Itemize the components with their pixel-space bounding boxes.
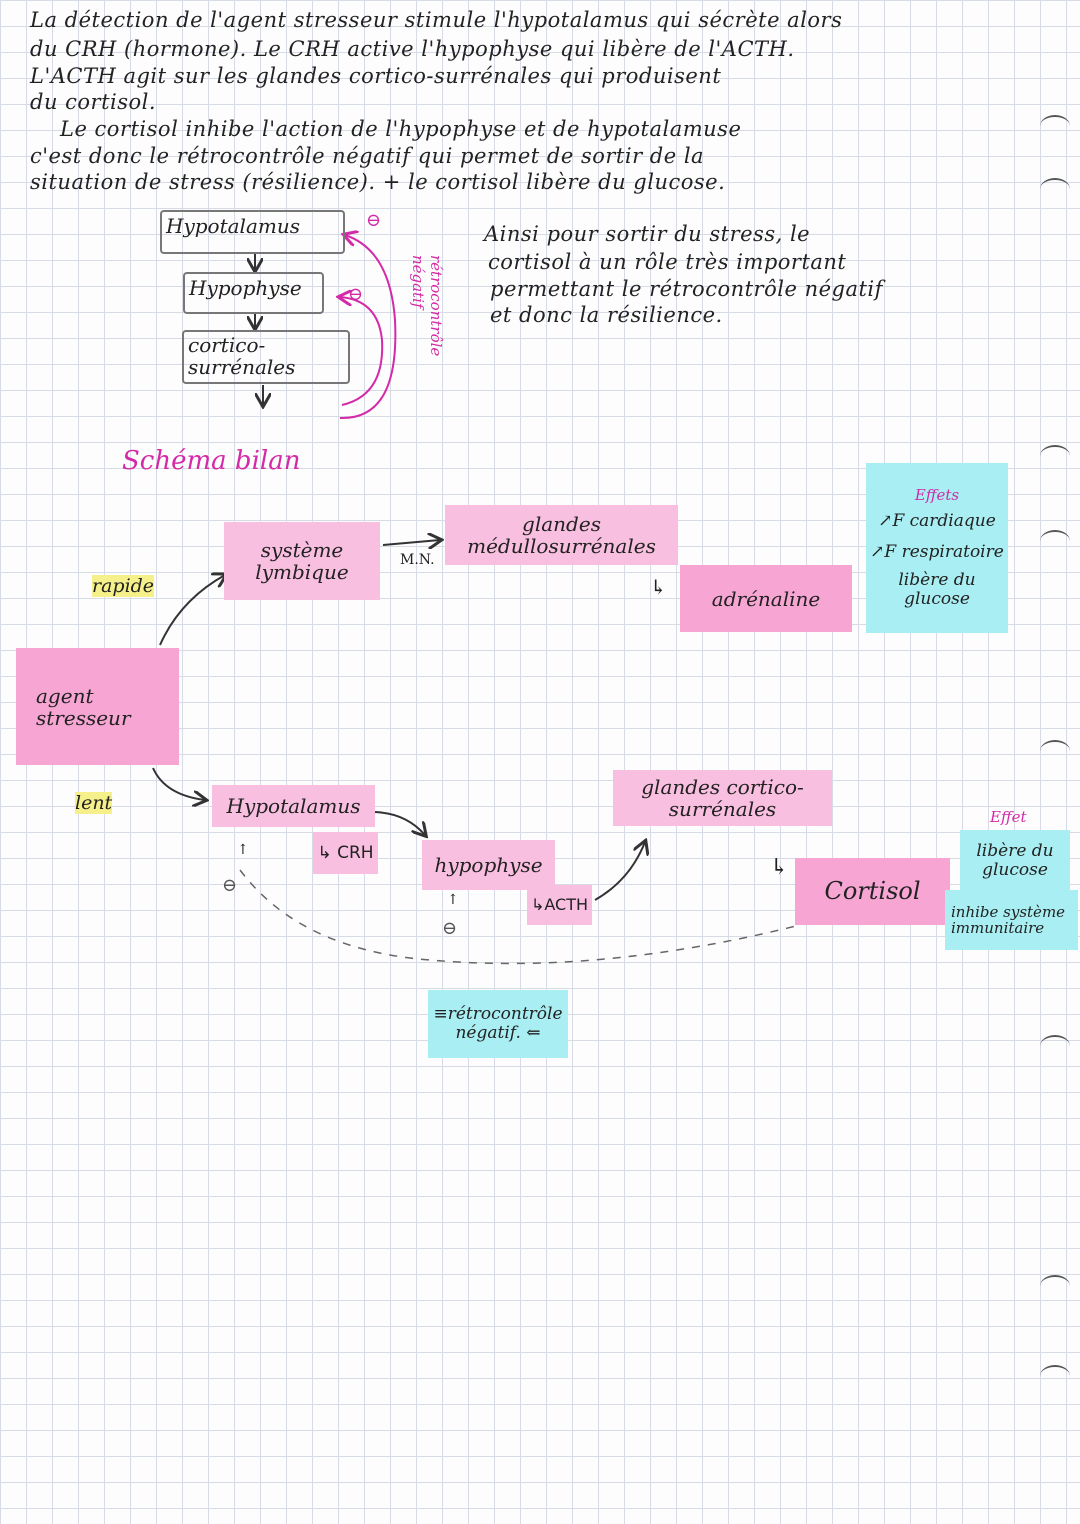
- systeme-limbique-box: système lymbique: [224, 522, 380, 600]
- conclusion-line: cortisol à un rôle très important: [488, 250, 847, 274]
- binder-hole: [1040, 1365, 1070, 1387]
- acth-box: ↳ACTH: [527, 885, 592, 925]
- schema-title: Schéma bilan: [122, 446, 301, 476]
- text-line: situation de stress (résilience). + le c…: [30, 170, 726, 194]
- binder-hole: [1040, 178, 1070, 200]
- retrocontrole-box: ≡rétrocontrôle négatif. ⇐: [428, 990, 568, 1058]
- mn-label: M.N.: [400, 552, 435, 568]
- corticosurrenales-box: glandes cortico-surrénales: [613, 770, 832, 826]
- text-line: c'est donc le rétrocontrôle négatif qui …: [30, 144, 705, 168]
- text-line: L'ACTH agit sur les glandes cortico-surr…: [30, 64, 722, 88]
- binder-hole: [1040, 1035, 1070, 1057]
- binder-hole: [1040, 1275, 1070, 1297]
- cortisol-box: Cortisol: [795, 858, 950, 925]
- small-box-cortico: cortico-surrénales: [182, 330, 350, 384]
- label-rapide: rapide: [92, 575, 155, 597]
- effets-title: Effets: [914, 486, 960, 505]
- medullosurrenales-box: glandes médullosurrénales: [445, 505, 678, 565]
- label-lent: lent: [75, 792, 113, 814]
- text-line: Le cortisol inhibe l'action de l'hypophy…: [60, 117, 742, 141]
- minus-icon: ⊖: [366, 210, 382, 231]
- up-arrow-icon: ↑: [447, 892, 459, 908]
- text-line: du CRH (hormone). Le CRH active l'hypoph…: [30, 37, 795, 61]
- adrenaline-box: adrénaline: [680, 565, 852, 632]
- hypophyse-box: hypophyse: [422, 840, 555, 890]
- hypotalamus-box: Hypotalamus: [212, 785, 375, 827]
- minus-icon: ⊖: [442, 918, 458, 939]
- small-box-hypotalamus: Hypotalamus: [160, 210, 345, 254]
- binder-hole: [1040, 530, 1070, 552]
- feedback-label: rétrocontrôle négatif: [409, 255, 445, 357]
- minus-icon: ⊖: [222, 875, 238, 896]
- agent-stresseur-box: agent stresseur: [16, 648, 179, 765]
- binder-hole: [1040, 445, 1070, 467]
- retrocontrole-label: ≡rétrocontrôle négatif. ⇐: [433, 1004, 563, 1043]
- small-box-hypophyse: Hypophyse: [183, 272, 324, 314]
- up-arrow-icon: ↑: [237, 842, 249, 858]
- effet-item: libère du glucose: [898, 570, 976, 609]
- binder-hole: [1040, 740, 1070, 762]
- conclusion-line: et donc la résilience.: [490, 303, 723, 327]
- corner-arrow-icon: ↳: [770, 855, 789, 880]
- crh-box: ↳ CRH: [313, 832, 378, 874]
- effet-item: ↗F cardiaque: [878, 510, 996, 531]
- conclusion-line: Ainsi pour sortir du stress, le: [484, 222, 811, 246]
- binder-hole: [1040, 115, 1070, 137]
- text-line: du cortisol.: [30, 90, 157, 114]
- effet-item: ↗F respiratoire: [870, 541, 1004, 562]
- effet-title: Effet: [990, 808, 1027, 826]
- conclusion-line: permettant le rétrocontrôle négatif: [490, 277, 883, 301]
- effets-box: Effets ↗F cardiaque ↗F respiratoire libè…: [866, 463, 1008, 633]
- effet-immunitaire-box: inhibe système immunitaire: [945, 890, 1078, 950]
- text-line: La détection de l'agent stresseur stimul…: [30, 8, 843, 32]
- corner-arrow-icon: ↳: [650, 575, 667, 599]
- effet-glucose-box: libère du glucose: [960, 830, 1070, 892]
- minus-icon: ⊖: [348, 284, 364, 305]
